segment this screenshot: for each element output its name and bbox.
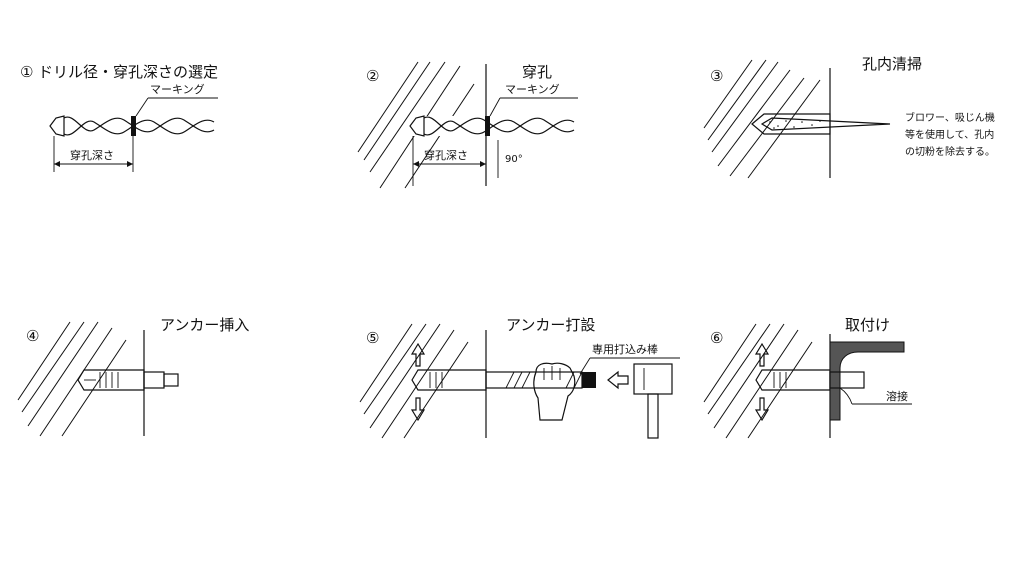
angle-bracket <box>829 341 905 421</box>
weld-label: 溶接 <box>886 389 908 403</box>
step-title-6: 取付け <box>845 316 890 334</box>
step-title-3: 孔内清掃 <box>862 55 922 73</box>
hole-2 <box>410 116 488 136</box>
hammer-handle <box>647 393 659 439</box>
anchor-head-4 <box>143 371 165 389</box>
step-number-3: ③ <box>710 67 723 85</box>
step-number-6: ⑥ <box>710 329 723 347</box>
note-line-1: ブロワー、吸じん機 <box>905 111 995 124</box>
hammer-head <box>633 363 673 395</box>
anchor-tip-4 <box>163 373 179 387</box>
step-number-5: ⑤ <box>366 329 379 347</box>
step-number-1: ① <box>20 63 33 81</box>
marking-pointer-2 <box>489 97 501 117</box>
concrete-hatch-4 <box>17 321 127 437</box>
step-1: ① ドリル径・穿孔深さの選定 マーキング 穿孔深さ <box>20 63 218 172</box>
note-line-2: 等を使用して、孔内 <box>905 128 994 141</box>
marking-pointer-1 <box>135 97 149 117</box>
expand-arrow-down-6 <box>754 397 770 422</box>
expand-arrow-down-5 <box>410 397 426 422</box>
marking-band-2 <box>485 116 490 136</box>
dust-dots <box>769 120 821 129</box>
step-5: ⑤ アンカー打設 専用打込み棒 <box>359 316 680 439</box>
step-title-2: 穿孔 <box>522 63 552 81</box>
anchor-threads-5 <box>429 372 443 388</box>
step-6: ⑥ 取付け 溶接 <box>703 316 912 439</box>
depth-label-1: 穿孔深さ <box>70 148 114 162</box>
driving-rod-end <box>582 372 596 388</box>
anchor-body-5 <box>411 369 487 391</box>
step-number-4: ④ <box>26 327 39 345</box>
tool-pointer <box>579 357 591 375</box>
expand-arrow-up-6 <box>754 342 770 367</box>
marking-label-2: マーキング <box>505 82 560 96</box>
tool-label: 専用打込み棒 <box>592 342 658 356</box>
step-title-4: アンカー挿入 <box>160 316 249 334</box>
strike-arrow-icon <box>607 370 629 390</box>
step-2: ② 穿孔 マーキング 穿孔深さ 90° <box>357 61 578 189</box>
hole-3 <box>751 113 831 135</box>
marking-band-1 <box>131 116 136 136</box>
step-3: ③ 孔内清掃 ブロワー、吸じん機 等を使用して、孔内 の切粉を除去する。 <box>703 55 995 179</box>
depth-label-2: 穿孔深さ <box>424 148 468 162</box>
hand-fingers <box>543 366 561 380</box>
anchor-stud-6 <box>829 371 865 389</box>
step-4: ④ アンカー挿入 <box>17 316 249 437</box>
expand-arrow-up-5 <box>410 342 426 367</box>
anchor-body-6 <box>755 369 831 391</box>
marking-label-1: マーキング <box>150 82 205 96</box>
hand-icon <box>533 362 576 421</box>
step-title-5: アンカー打設 <box>506 316 595 334</box>
step-number-2: ② <box>366 67 379 85</box>
anchor-threads-6 <box>773 372 787 388</box>
step-title-1: ドリル径・穿孔深さの選定 <box>38 63 218 81</box>
anchor-threads-4 <box>99 372 119 388</box>
angle-label-2: 90° <box>505 154 523 165</box>
weld-bead <box>839 387 853 405</box>
note-line-3: の切粉を除去する。 <box>905 145 995 158</box>
blower-nozzle <box>760 117 891 131</box>
